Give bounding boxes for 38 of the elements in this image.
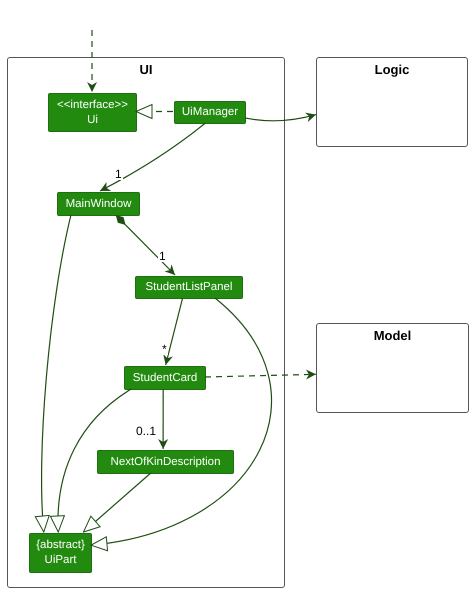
multiplicity-label: 1 <box>158 250 167 262</box>
class-box <box>57 192 140 216</box>
class-name: UiPart <box>44 553 76 568</box>
class-box <box>174 101 246 124</box>
class-name: {abstract} <box>36 538 85 553</box>
arrow <box>100 122 206 192</box>
class-name: MainWindow <box>66 196 132 212</box>
class-name: StudentListPanel <box>146 280 232 295</box>
arrow <box>87 30 98 92</box>
arrow <box>115 214 176 276</box>
class-name: NextOfKinDescription <box>110 454 220 470</box>
package-title: UI <box>140 63 152 76</box>
inheritance-arrow <box>136 104 173 119</box>
arrow <box>204 370 316 380</box>
multiplicity-label: 0..1 <box>135 425 158 437</box>
arrow <box>244 112 316 122</box>
class-box <box>135 276 243 299</box>
class-name: <<interface>> <box>57 98 128 112</box>
package-title: Model <box>374 329 412 342</box>
class-box <box>29 533 92 573</box>
inheritance-arrow <box>90 298 272 550</box>
package-box <box>316 57 468 147</box>
package-box <box>316 323 469 413</box>
package-title: Logic <box>374 63 410 76</box>
multiplicity-label: 1 <box>114 168 123 180</box>
class-box <box>48 93 137 132</box>
class-name: StudentCard <box>132 370 198 386</box>
class-box <box>124 366 206 390</box>
class-name: UiManager <box>182 105 238 120</box>
class-box <box>97 450 234 474</box>
inheritance-arrow <box>50 388 132 532</box>
class-name: Ui <box>87 112 98 128</box>
arrow <box>158 389 168 449</box>
inheritance-arrow <box>82 472 152 532</box>
package-box <box>7 57 285 588</box>
inheritance-arrow <box>35 214 72 532</box>
multiplicity-label: * <box>161 343 168 355</box>
arrow <box>163 298 184 366</box>
